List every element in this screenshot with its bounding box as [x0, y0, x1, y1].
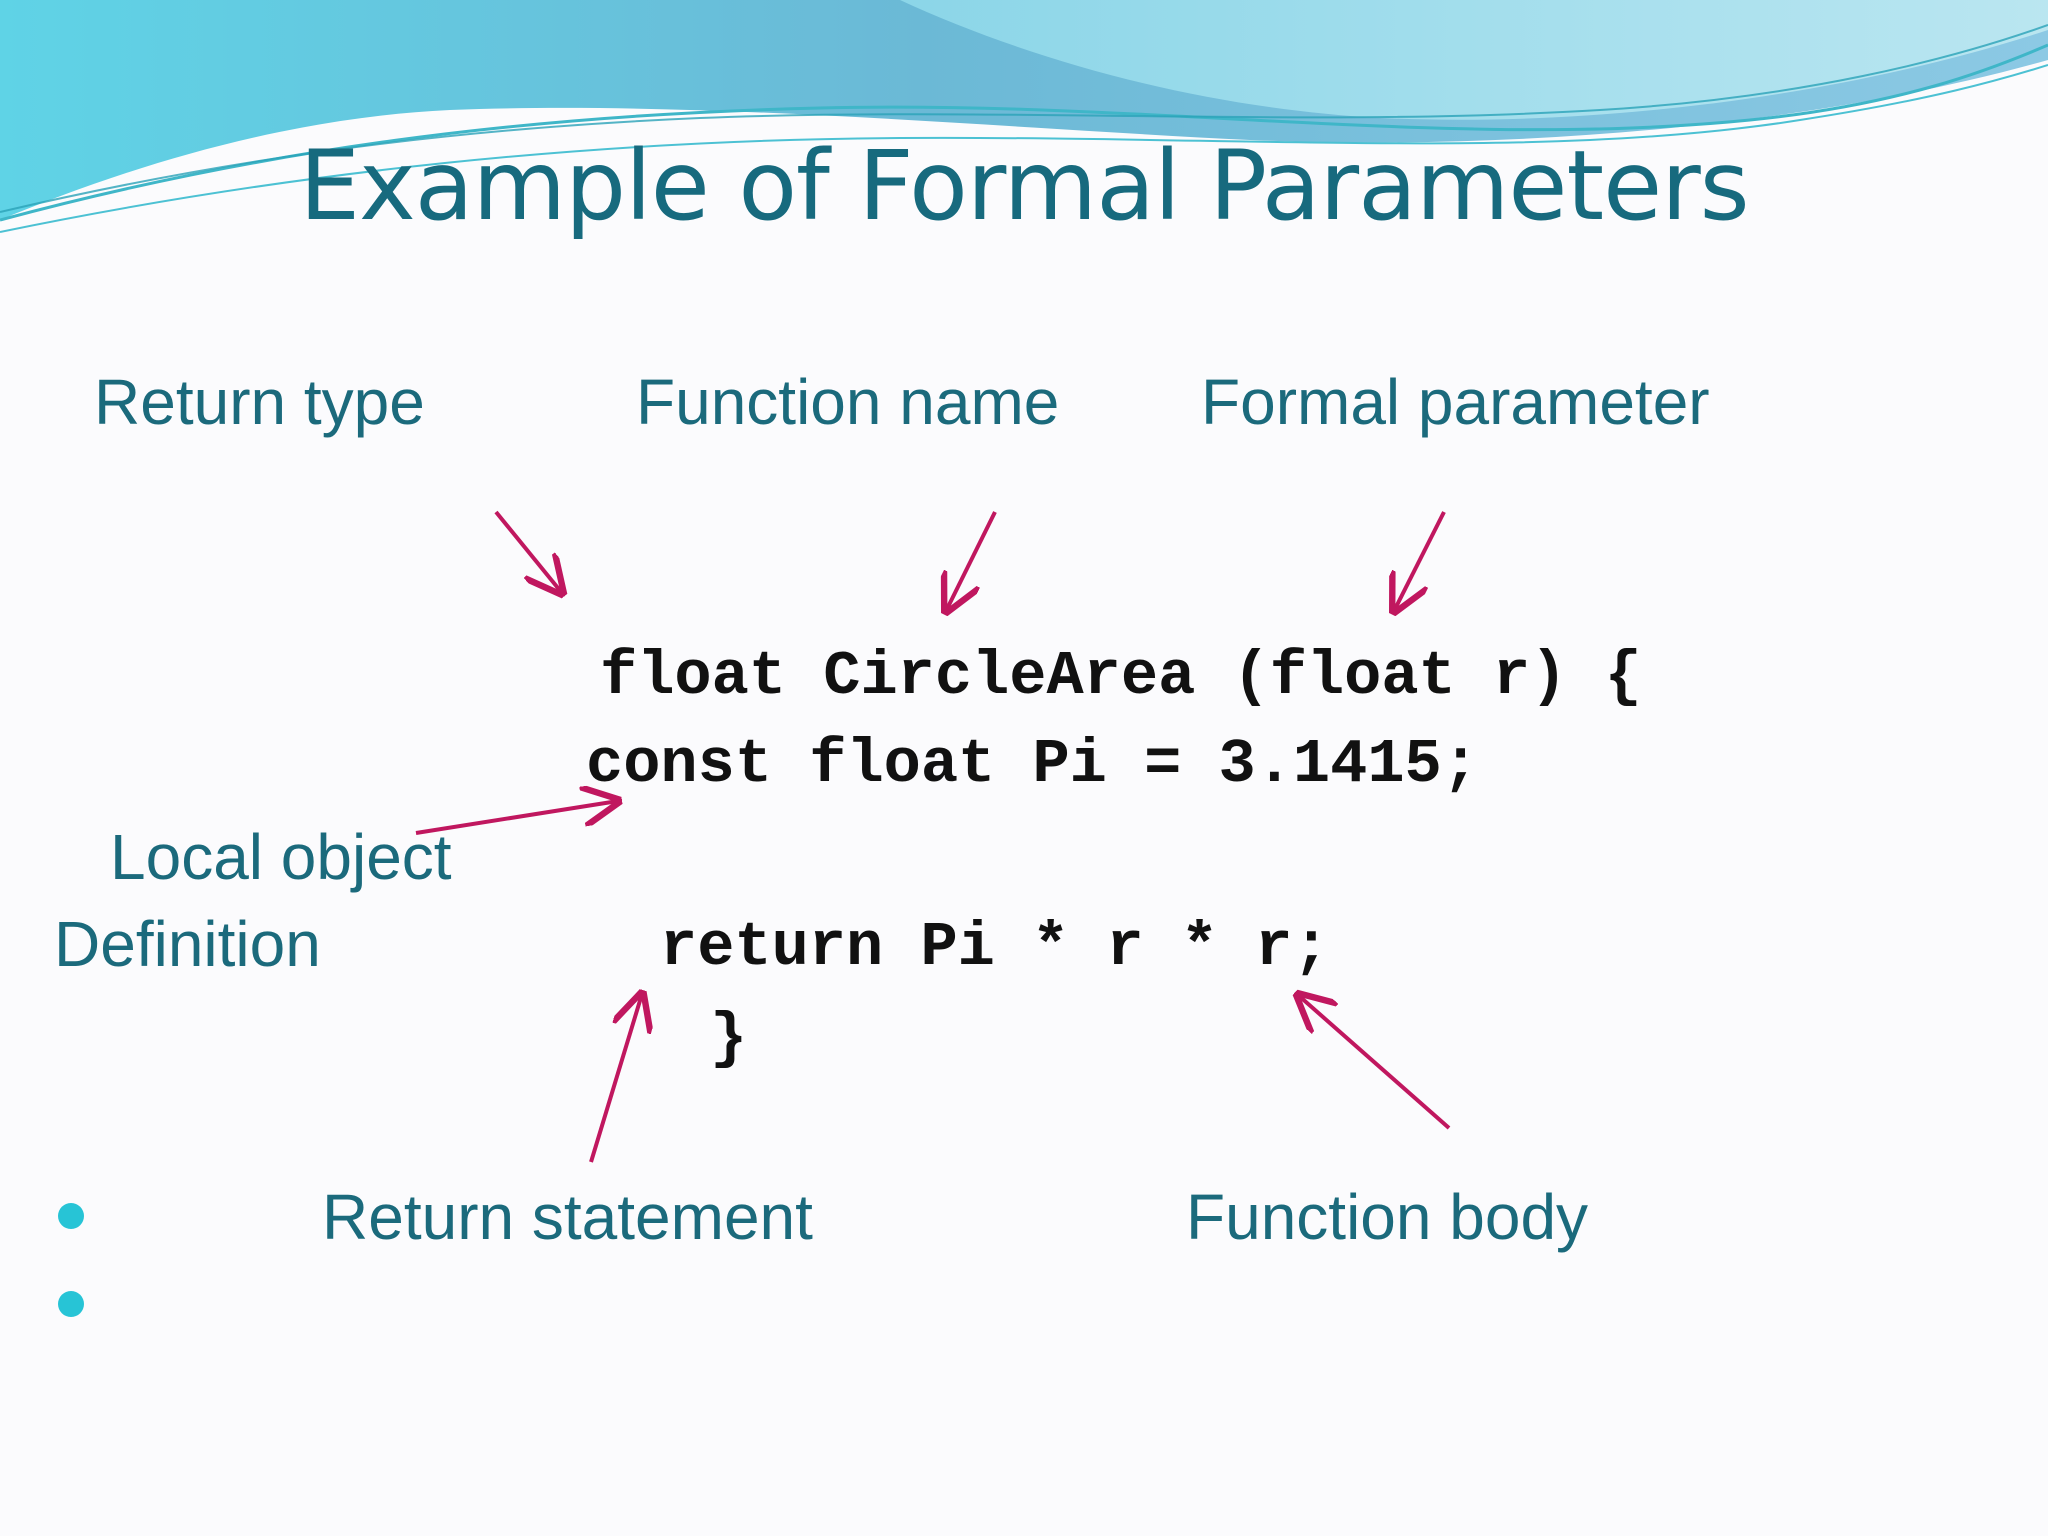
label-function-name: Function name: [636, 366, 1060, 438]
bullet-2: [58, 1291, 84, 1317]
label-formal-parameter: Formal parameter: [1201, 366, 1710, 438]
code-local-definition: const float Pi = 3.1415;: [586, 729, 1479, 800]
label-definition: Definition: [54, 908, 321, 980]
header-wave-decoration: [0, 0, 2048, 233]
arrow-function-body: [1298, 995, 1451, 1130]
code-return-line: return Pi * r * r;: [660, 912, 1330, 983]
slide-title: Example of Formal Parameters: [299, 130, 1749, 242]
arrow-function-name: [946, 511, 997, 611]
bullet-1: [58, 1203, 84, 1229]
label-return-type: Return type: [94, 366, 425, 438]
arrow-formal-parameter: [1394, 511, 1446, 611]
code-closing-brace: }: [710, 1003, 748, 1074]
label-return-statement: Return statement: [322, 1181, 813, 1253]
label-local-object: Local object: [110, 821, 452, 893]
code-function-signature: float CircleArea (float r) {: [600, 641, 1642, 712]
label-function-body: Function body: [1186, 1181, 1589, 1253]
arrow-return-statement: [589, 994, 642, 1163]
arrow-return-type: [494, 510, 562, 593]
